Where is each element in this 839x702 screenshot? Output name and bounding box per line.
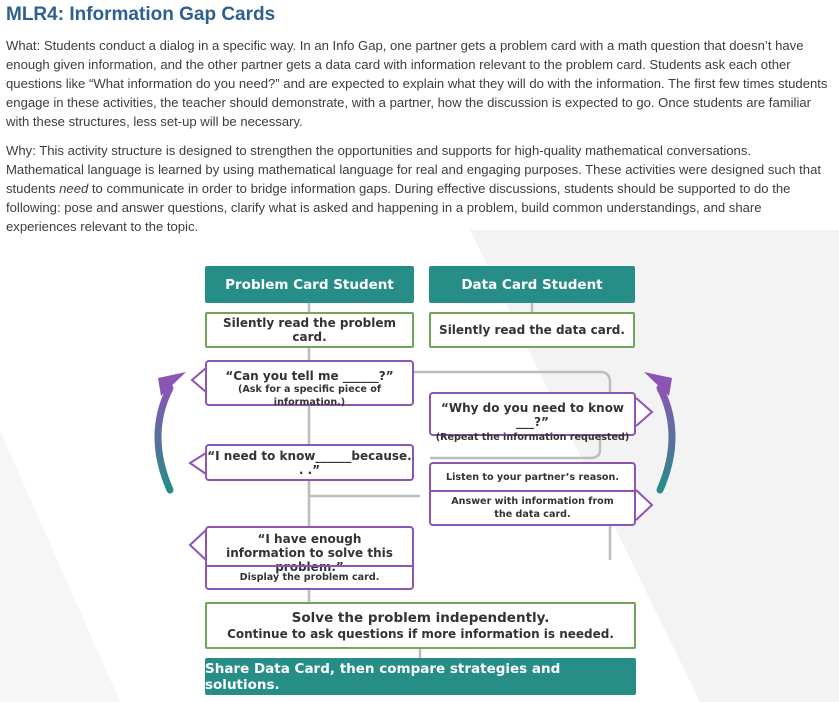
solve-title: Solve the problem independently. bbox=[291, 609, 550, 626]
share-step: Share Data Card, then compare strategies… bbox=[205, 658, 636, 695]
answer-step: Answer with information from the data ca… bbox=[451, 496, 614, 520]
listen-step: Listen to your partner’s reason. bbox=[446, 472, 619, 483]
display-step: Display the problem card. bbox=[239, 572, 380, 583]
why-quote: “Why do you need to know ___?” bbox=[440, 401, 625, 429]
background-decoration bbox=[0, 230, 839, 702]
read-data-card-step: Silently read the data card. bbox=[429, 312, 635, 348]
why-paragraph: Why: This activity structure is designed… bbox=[6, 141, 832, 236]
need-to-know-bubble: “I need to know______because. . .” bbox=[205, 444, 414, 481]
why-question-bubble: “Why do you need to know ___?” (Repeat t… bbox=[429, 392, 636, 443]
enough-display-divider bbox=[207, 565, 412, 567]
ask-instruction: (Ask for a specific piece of information… bbox=[237, 384, 382, 408]
enough-information-bubble: “I have enough information to solve this… bbox=[205, 526, 414, 590]
enough-quote: “I have enough information to solve this… bbox=[226, 532, 393, 574]
why-emphasis: need bbox=[59, 181, 89, 196]
why-instruction: (Repeat the information requested) bbox=[435, 432, 630, 443]
what-paragraph: What: Students conduct a dialog in a spe… bbox=[6, 38, 828, 129]
read-problem-card-step: Silently read the problem card. bbox=[205, 312, 414, 348]
why-text-start: Why: This activity structure is designed… bbox=[6, 143, 821, 196]
problem-card-header: Problem Card Student bbox=[205, 266, 414, 303]
listen-answer-bubble: Listen to your partner’s reason. Answer … bbox=[429, 462, 636, 526]
page-title: MLR4: Information Gap Cards bbox=[6, 4, 276, 25]
solve-instruction: Continue to ask questions if more inform… bbox=[227, 626, 614, 641]
need-quote: “I need to know______because. . .” bbox=[207, 448, 412, 477]
ask-question-bubble: “Can you tell me ______?” (Ask for a spe… bbox=[205, 360, 414, 408]
listen-answer-divider bbox=[431, 490, 634, 492]
data-card-header: Data Card Student bbox=[429, 266, 635, 303]
solve-step: Solve the problem independently. Continu… bbox=[205, 602, 636, 649]
ask-quote: “Can you tell me ______?” bbox=[225, 369, 394, 383]
why-text-end: to communicate in order to bridge inform… bbox=[6, 181, 791, 234]
